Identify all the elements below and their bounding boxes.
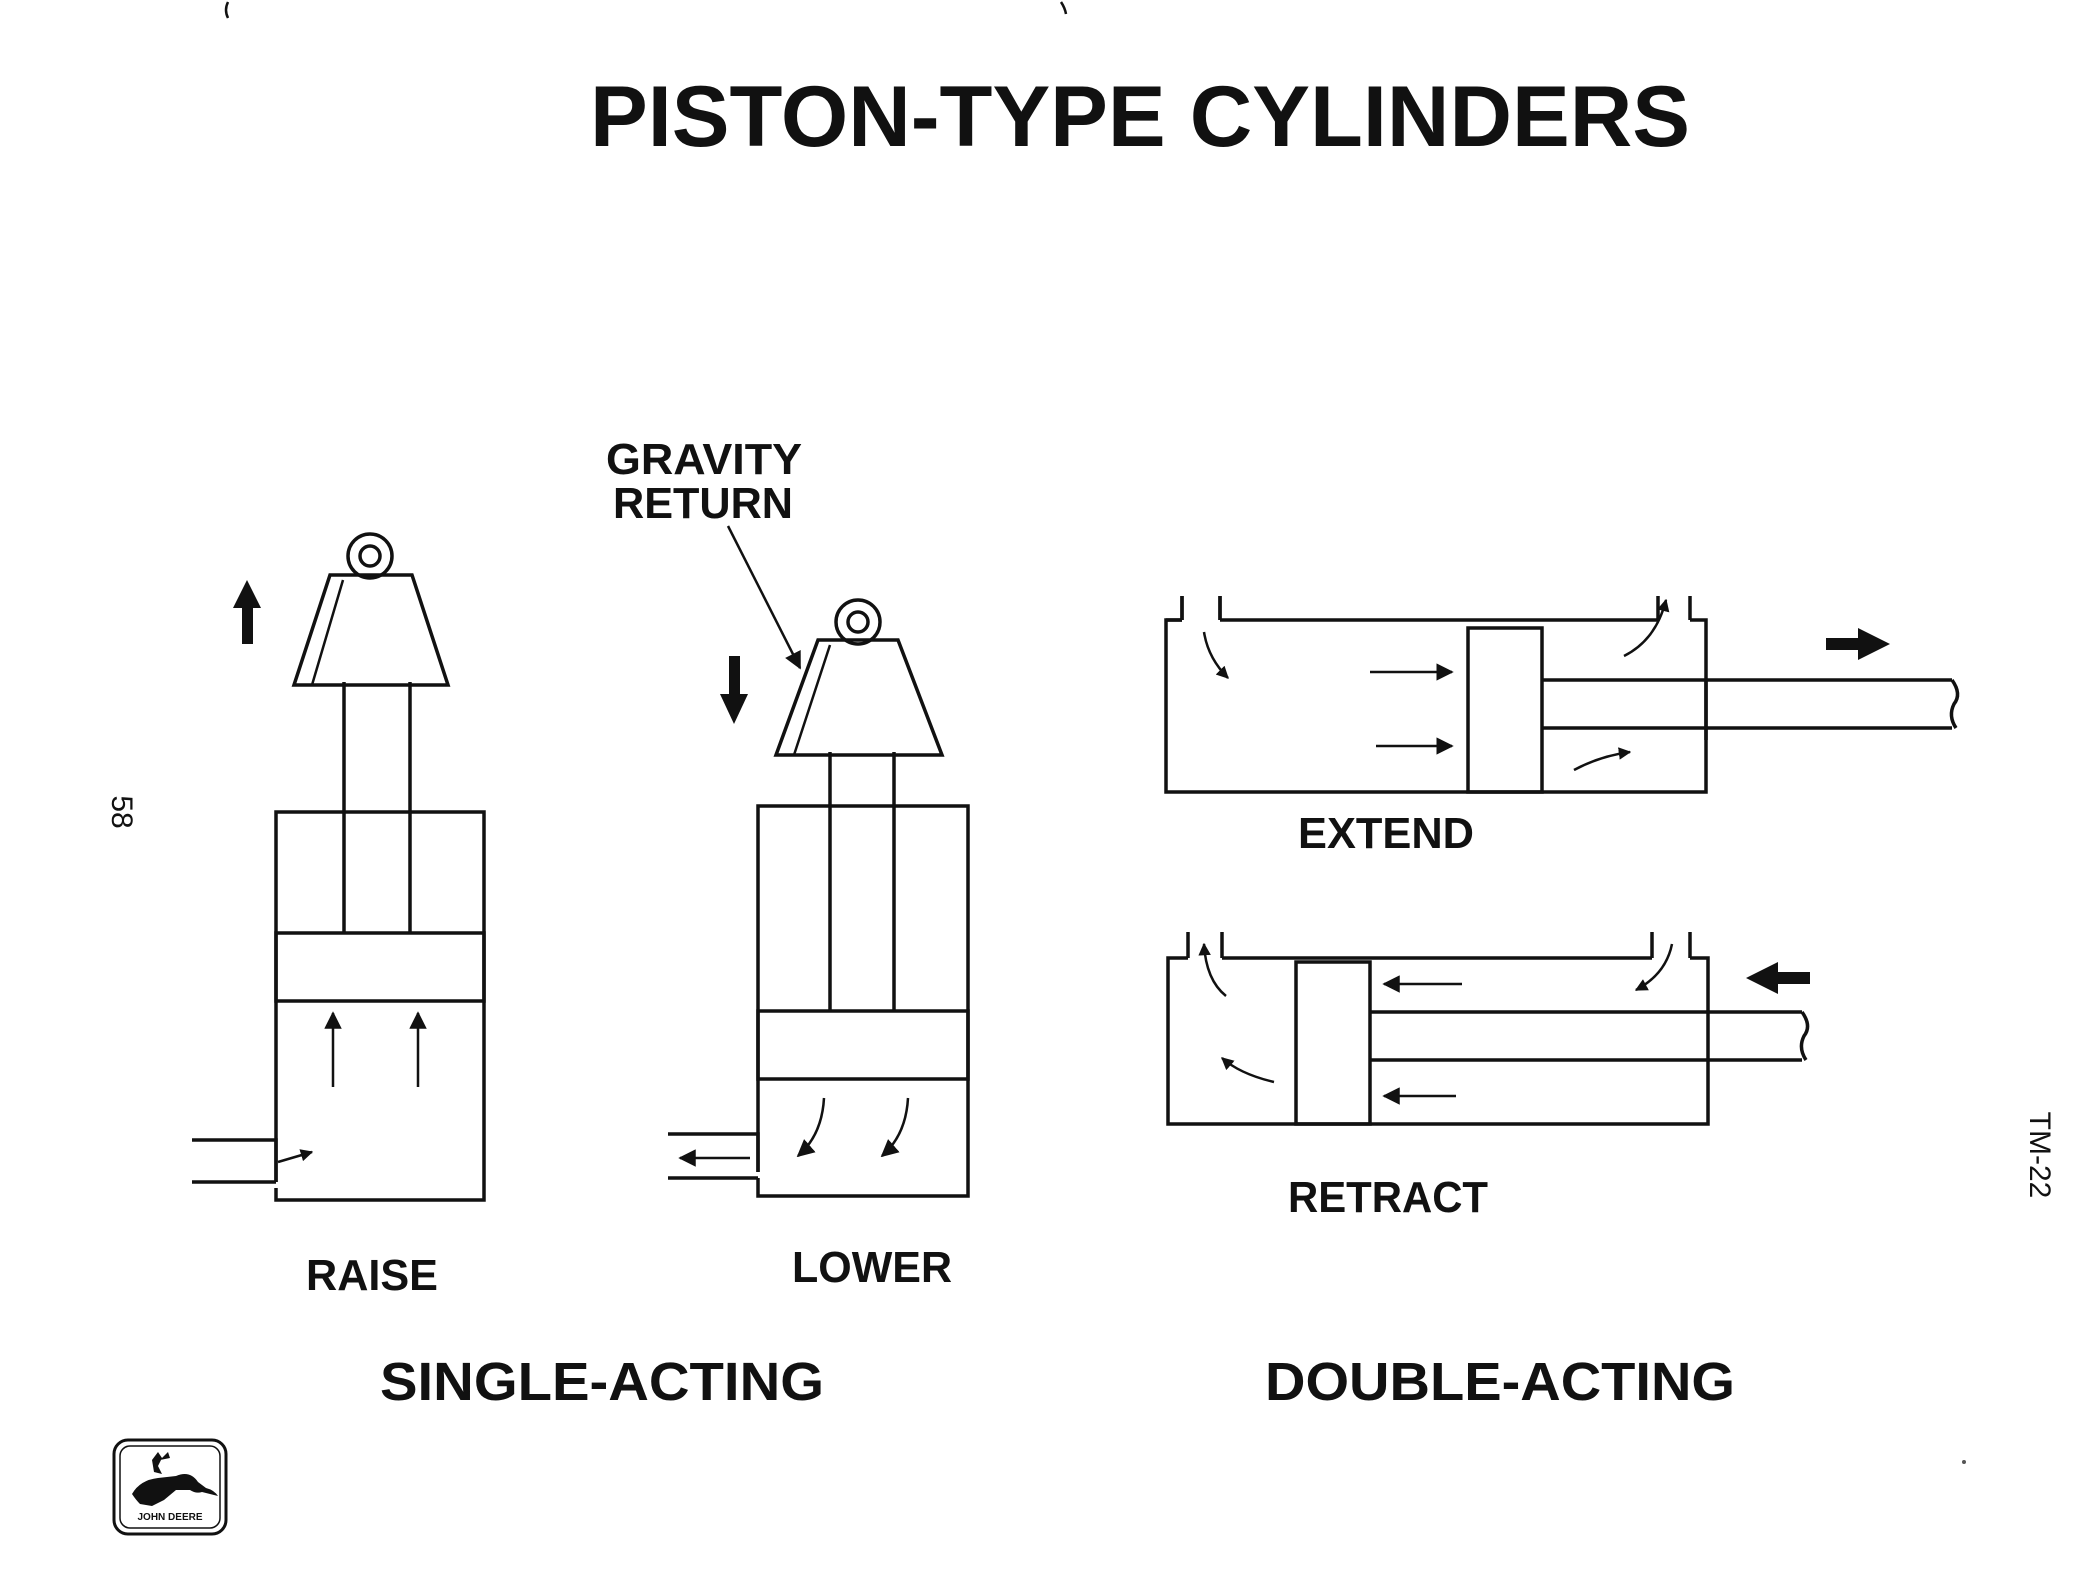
cylinder-body [756, 804, 970, 1198]
flow-arrow [277, 1149, 314, 1164]
extend-label: EXTEND [1298, 809, 1474, 858]
document-code: TM-22 [2023, 1112, 2056, 1199]
cylinder-body [274, 810, 486, 1202]
leaping-deer-icon [132, 1452, 218, 1506]
load-eye [346, 532, 394, 580]
scan-mark [1059, 1, 1068, 15]
load-weight-shade [792, 644, 832, 756]
piston [274, 931, 486, 1003]
load-weight-shade [310, 579, 345, 686]
load-eye [834, 598, 882, 646]
left-port [1180, 596, 1222, 620]
load-eye-hole [846, 610, 870, 634]
lower-direction-arrow [720, 656, 748, 724]
load-weight [773, 638, 945, 757]
flow-arrow [1221, 1057, 1275, 1084]
piston [756, 1009, 970, 1081]
right-port [1650, 932, 1692, 958]
outlet-port [668, 1132, 760, 1172]
scan-mark [224, 1, 230, 19]
john-deere-logo: JOHN DEERE [112, 1438, 228, 1536]
left-port [1186, 932, 1224, 958]
retract-cylinder-diagram [1166, 932, 1810, 1126]
raise-direction-arrow [233, 580, 261, 644]
gravity-return-label-line1: GRAVITY [606, 435, 802, 484]
gravity-return-label-line2: RETURN [613, 479, 793, 528]
load-weight [291, 573, 451, 687]
raise-label: RAISE [306, 1251, 438, 1300]
piston [1466, 626, 1544, 794]
extend-cylinder-diagram [1164, 596, 1960, 794]
page-number: 58 [105, 795, 138, 828]
flow-arrow [1202, 631, 1229, 679]
piston-rod [342, 682, 412, 933]
single-acting-heading: SINGLE-ACTING [380, 1352, 824, 1412]
cylinder-body [1164, 618, 1708, 794]
flow-arrow [1198, 942, 1227, 997]
page-title: PISTON-TYPE CYLINDERS [590, 69, 1690, 165]
flow-arrow [880, 1097, 910, 1158]
load-eye-hole [358, 544, 382, 568]
gravity-return-leader [726, 525, 802, 670]
extend-direction-arrow [1826, 628, 1890, 660]
piston-rod [1370, 1010, 1802, 1062]
piston-rod [828, 752, 896, 1011]
retract-direction-arrow [1746, 962, 1810, 994]
logo-text: JOHN DEERE [137, 1512, 202, 1523]
flow-arrow [1573, 747, 1632, 772]
inlet-port [192, 1138, 278, 1182]
flow-arrow [1623, 598, 1670, 658]
cylinder-body [1166, 956, 1710, 1126]
scan-speck [1962, 1460, 1966, 1464]
rod-break [1799, 1010, 1810, 1061]
flow-arrow [796, 1097, 826, 1158]
flow-arrow [1634, 943, 1674, 992]
lower-cylinder-diagram [668, 598, 970, 1198]
double-acting-heading: DOUBLE-ACTING [1265, 1352, 1735, 1412]
piston [1294, 960, 1372, 1126]
left-port [1166, 596, 1184, 622]
raise-cylinder-diagram [192, 532, 486, 1202]
rod-break [1949, 678, 1960, 729]
lower-label: LOWER [792, 1243, 952, 1292]
piston-rod [1542, 678, 1952, 730]
retract-label: RETRACT [1288, 1173, 1488, 1222]
